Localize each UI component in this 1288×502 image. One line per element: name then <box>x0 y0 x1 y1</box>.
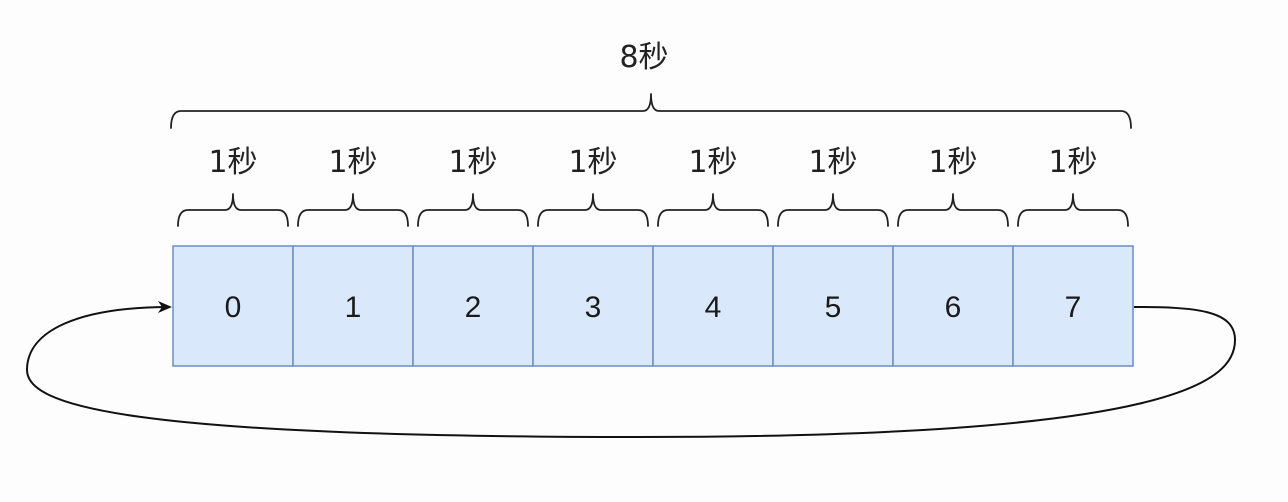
slot-duration-labels: 1秒 1秒 1秒 1秒 1秒 1秒 1秒 1秒 <box>208 145 1097 180</box>
slot-duration-label-4: 1秒 <box>688 145 737 180</box>
slot-duration-label-7: 1秒 <box>1048 145 1097 180</box>
slot-cell-1 <box>292 245 414 367</box>
slot-brace-5 <box>777 193 889 227</box>
slot-cell-6 <box>892 245 1014 367</box>
total-duration-brace <box>170 93 1132 129</box>
slot-brace-3 <box>537 193 649 227</box>
slot-cell-3 <box>532 245 654 367</box>
slot-duration-label-6: 1秒 <box>928 145 977 180</box>
slot-index-0: 0 <box>225 291 242 324</box>
slot-index-5: 5 <box>825 291 842 324</box>
slot-cell-5 <box>772 245 894 367</box>
slot-brace-7 <box>1017 193 1129 227</box>
slot-cell-4 <box>652 245 774 367</box>
slot-duration-label-3: 1秒 <box>568 145 617 180</box>
slot-brace-2 <box>417 193 529 227</box>
slot-brace-0 <box>177 193 289 227</box>
slot-index-6: 6 <box>945 291 962 324</box>
slot-index-2: 2 <box>465 291 482 324</box>
slot-cell-2 <box>412 245 534 367</box>
slot-brace-1 <box>297 193 409 227</box>
slot-brace-4 <box>657 193 769 227</box>
slot-cell-7 <box>1012 245 1134 367</box>
slot-index-3: 3 <box>585 291 602 324</box>
slot-row: 0 1 2 3 4 5 6 7 <box>172 245 1134 367</box>
slot-duration-label-2: 1秒 <box>448 145 497 180</box>
slot-duration-label-5: 1秒 <box>808 145 857 180</box>
slot-duration-label-0: 1秒 <box>208 145 257 180</box>
slot-index-7: 7 <box>1065 291 1082 324</box>
slot-duration-label-1: 1秒 <box>328 145 377 180</box>
slot-index-4: 4 <box>705 291 722 324</box>
slot-duration-braces <box>177 193 1129 227</box>
slot-brace-6 <box>897 193 1009 227</box>
loop-back-arrow <box>25 301 1237 439</box>
slot-index-1: 1 <box>345 291 362 324</box>
total-duration-label: 8秒 <box>619 40 668 75</box>
slot-cell-0 <box>172 245 294 367</box>
